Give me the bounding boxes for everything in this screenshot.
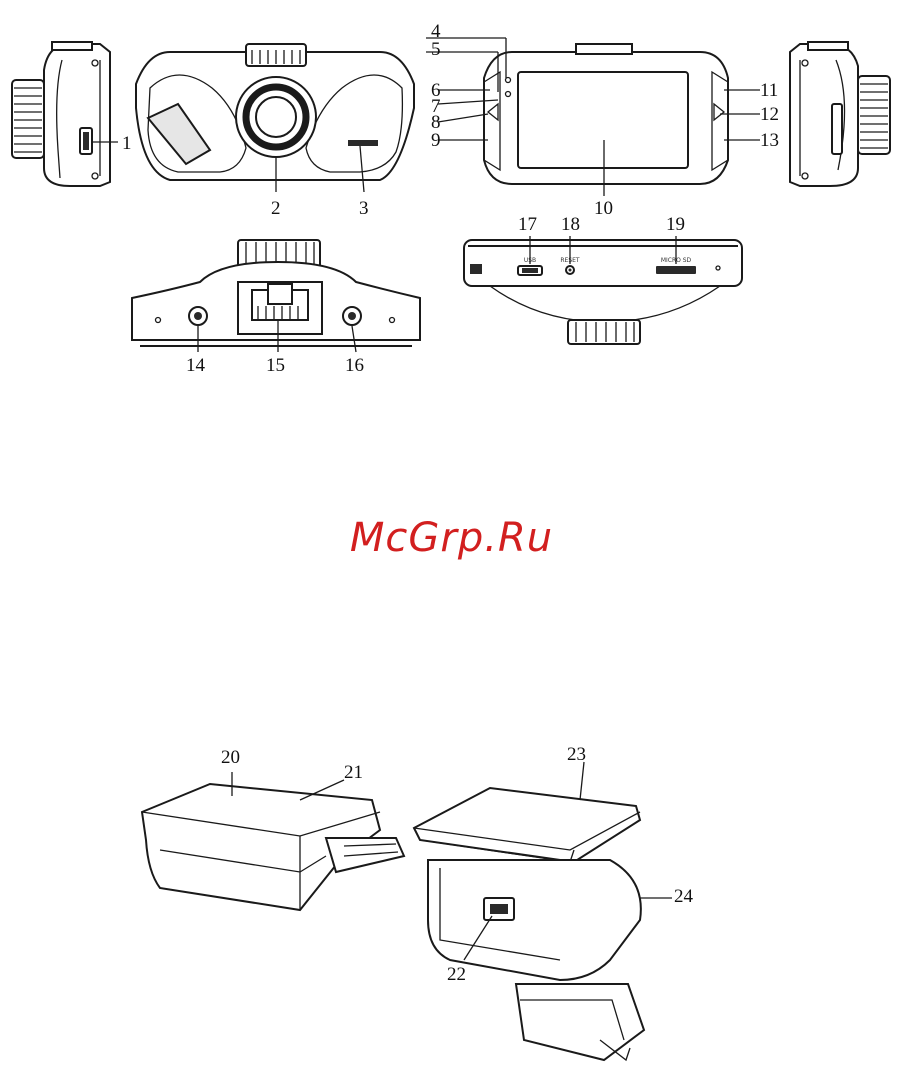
callout-13: 13	[760, 130, 779, 151]
right-side-view	[790, 42, 890, 186]
callout-5: 5	[431, 39, 441, 60]
callout-14: 14	[186, 355, 206, 376]
callout-12: 12	[760, 104, 779, 125]
callout-22: 22	[447, 964, 466, 985]
watermark: McGrp.Ru	[0, 515, 903, 561]
callout-3: 3	[359, 198, 369, 219]
windshield-mount	[414, 762, 672, 1060]
callout-9: 9	[431, 130, 441, 151]
callout-19: 19	[666, 214, 685, 235]
callout-1: 1	[122, 133, 132, 154]
car-charger	[142, 772, 404, 910]
callout-17: 17	[518, 214, 537, 235]
left-side-view	[12, 42, 118, 186]
callout-16: 16	[345, 355, 364, 376]
callout-18: 18	[561, 214, 580, 235]
callout-24: 24	[674, 886, 694, 907]
bottom-view: USB RESET MICRO SD	[464, 236, 742, 344]
screen	[518, 72, 688, 168]
callout-11: 11	[760, 80, 778, 101]
callout-23: 23	[567, 744, 586, 765]
callout-2: 2	[271, 198, 281, 219]
callout-15: 15	[266, 355, 285, 376]
callout-10: 10	[594, 198, 613, 219]
callout-21: 21	[344, 762, 363, 783]
rear-view	[426, 38, 760, 196]
front-view	[136, 44, 414, 192]
callout-20: 20	[221, 747, 240, 768]
top-view	[132, 240, 420, 352]
